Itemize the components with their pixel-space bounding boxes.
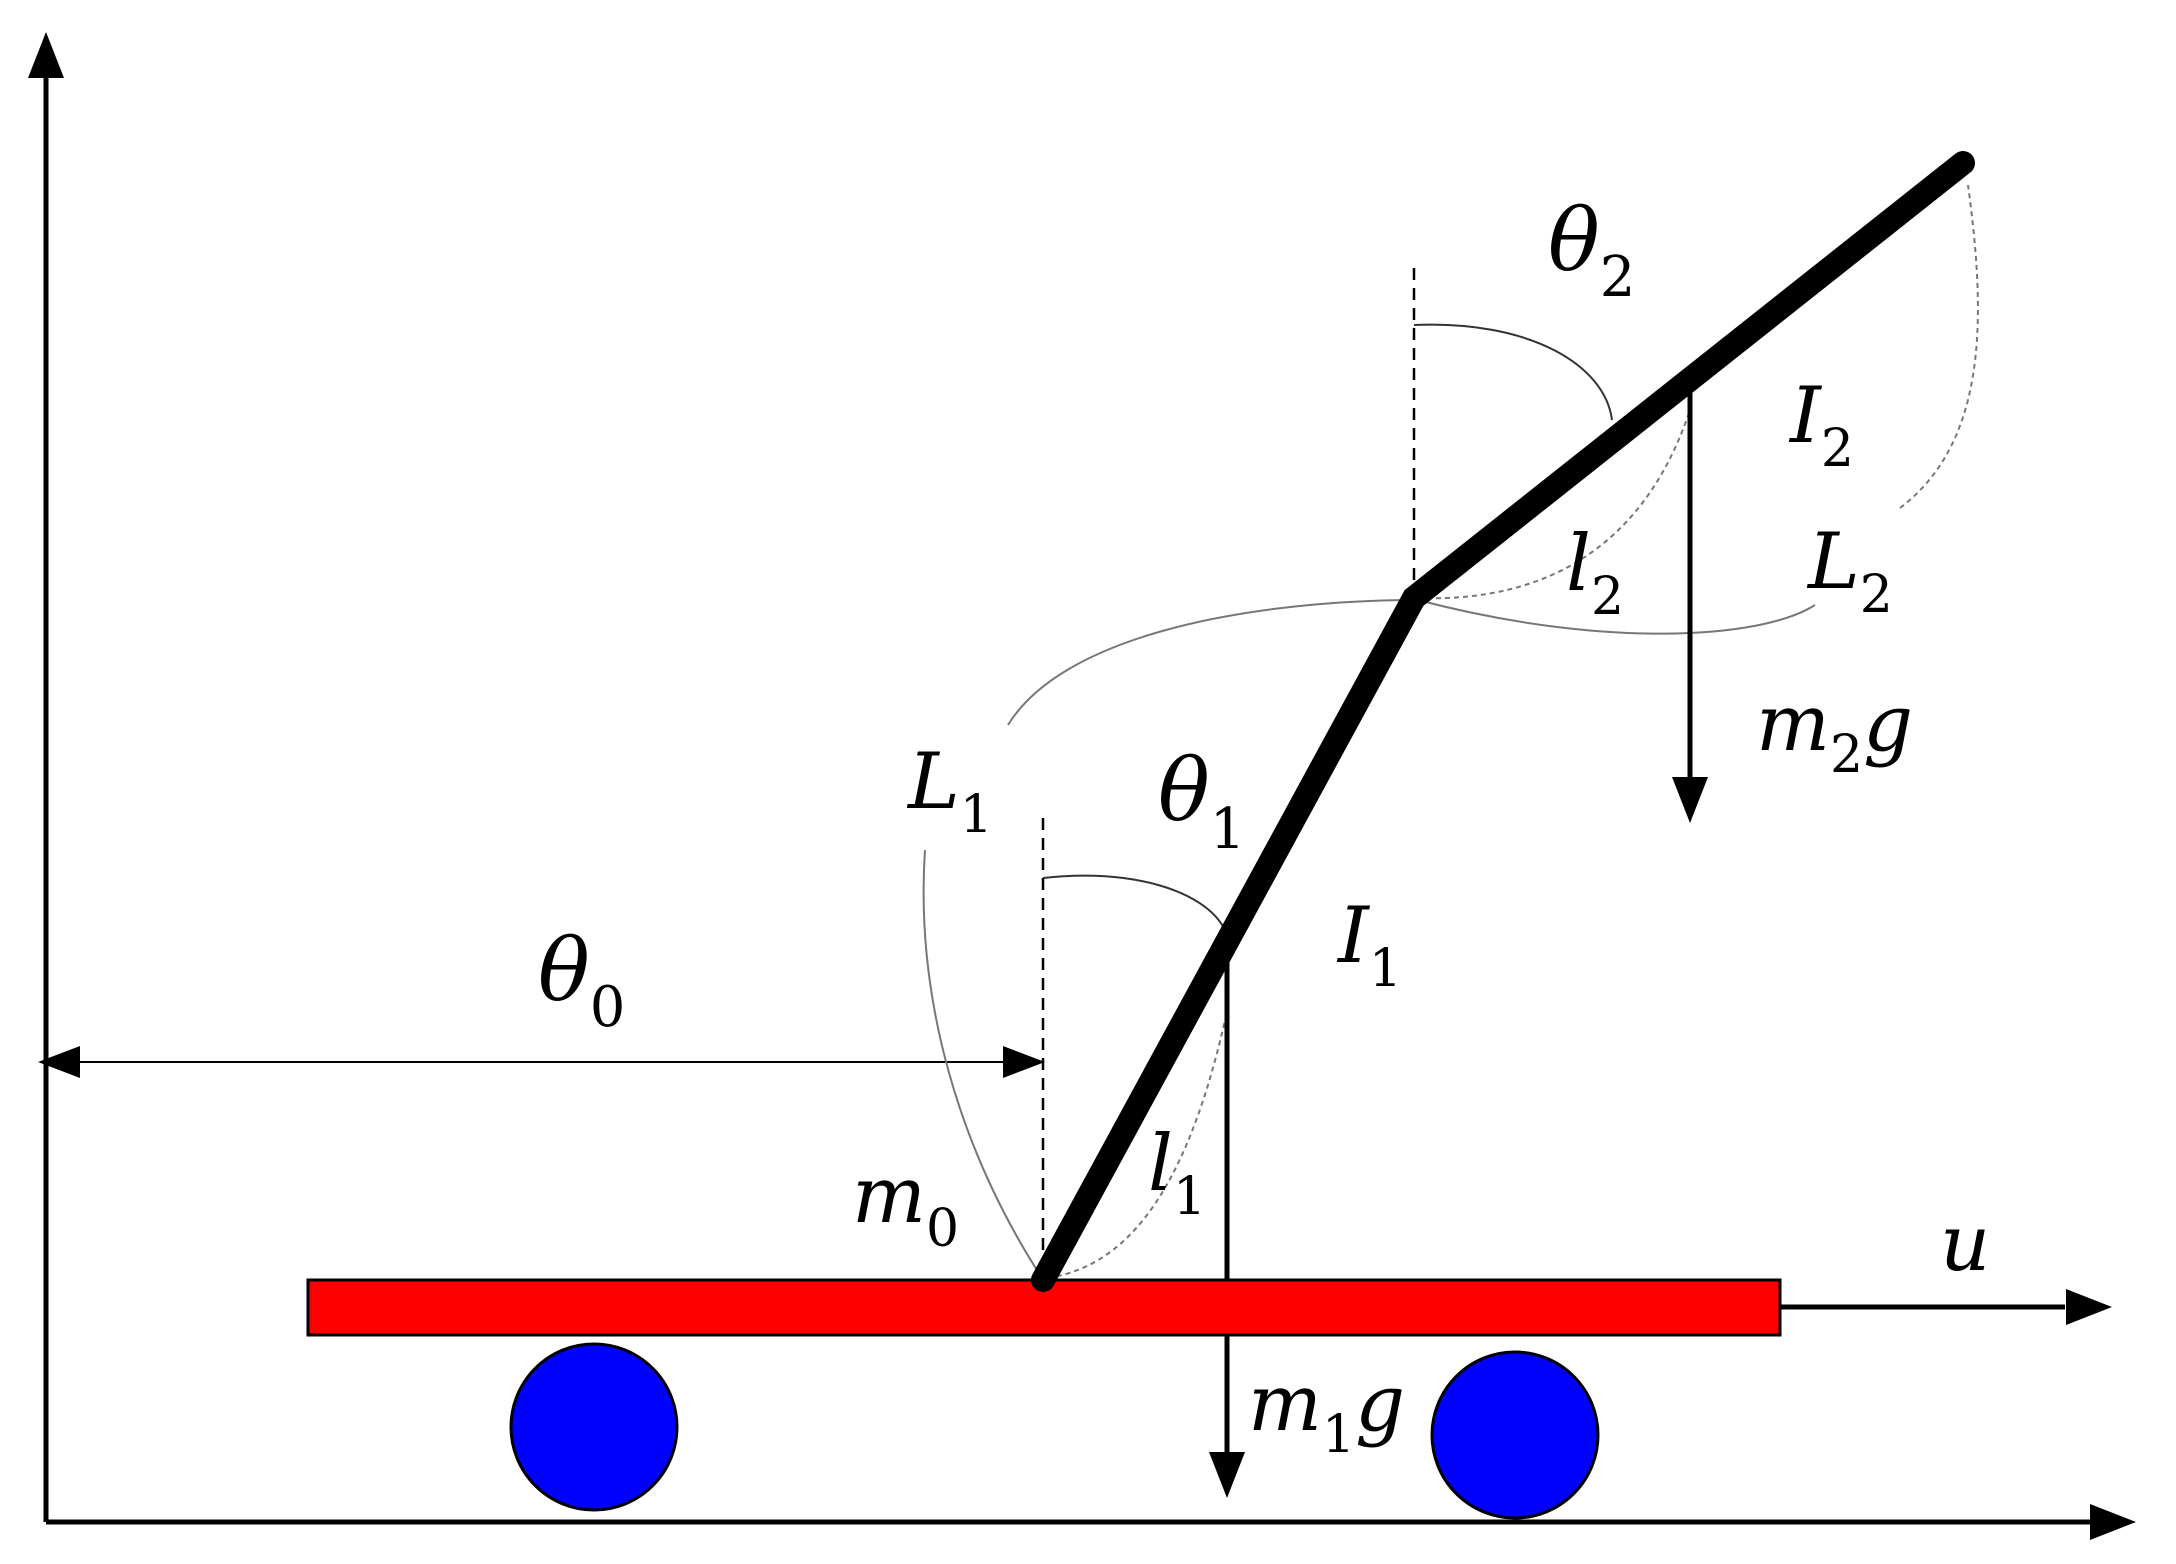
l1-label: l1 (1148, 1119, 1206, 1227)
m2g-label: m2g (1756, 679, 1913, 785)
theta1-label: θ1 (1158, 741, 1245, 862)
cart-wheel-right (1430, 1350, 1600, 1520)
cart-wheel-left (509, 1342, 679, 1512)
theta2-angle-arc (1413, 323, 1613, 421)
m0-label: m0 (852, 1151, 959, 1259)
theta2-label: θ2 (1548, 191, 1635, 310)
L2-label: L2 (1806, 517, 1893, 625)
theta1-angle-arc (1042, 874, 1226, 931)
I2-label: I2 (1788, 371, 1854, 479)
m1g-label: m1g (1248, 1359, 1405, 1465)
L1-dimension-curve-upper (1007, 599, 1411, 726)
m2g-arrowhead (1672, 777, 1708, 823)
L1-label: L1 (906, 737, 993, 845)
theta0-right-arrowhead (1003, 1046, 1045, 1078)
y-axis-arrowhead (28, 32, 64, 78)
u-label: u (1940, 1199, 1990, 1289)
u-arrowhead (2066, 1289, 2112, 1325)
theta0-label: θ0 (538, 921, 625, 1040)
I1-label: I1 (1336, 891, 1402, 999)
theta0-left-arrowhead (38, 1046, 80, 1078)
L1-dimension-curve (922, 849, 1041, 1276)
x-axis-arrowhead (2090, 1504, 2136, 1540)
L2-dimension-curve-upper (1899, 184, 1979, 509)
l2-label: l2 (1566, 519, 1624, 627)
l2-dimension-curve (1417, 409, 1691, 600)
pendulum-links (1031, 151, 1975, 1292)
m1g-arrowhead (1209, 1452, 1245, 1498)
L2-dimension-curve (1417, 599, 1816, 635)
